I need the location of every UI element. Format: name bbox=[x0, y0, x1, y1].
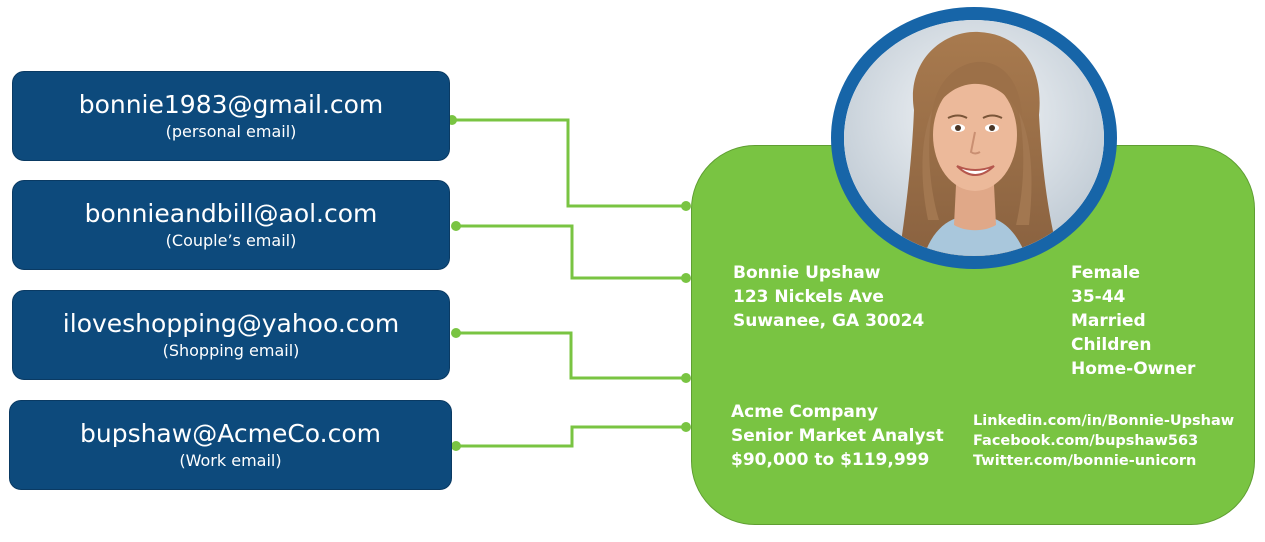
income-range: $90,000 to $119,999 bbox=[731, 450, 930, 470]
email-description: (personal email) bbox=[165, 122, 297, 141]
connector-dot bbox=[451, 221, 461, 231]
email-address: bonnie1983@gmail.com bbox=[78, 90, 384, 119]
email-address: bupshaw@AcmeCo.com bbox=[79, 419, 381, 448]
connector-dot bbox=[681, 273, 691, 283]
demographic-marital: Married bbox=[1071, 311, 1146, 331]
connector-dot bbox=[451, 441, 461, 451]
connector-line bbox=[456, 331, 686, 380]
connector-dot bbox=[451, 328, 461, 338]
demographic-age: 35-44 bbox=[1071, 287, 1126, 307]
avatar-portrait-icon bbox=[844, 20, 1104, 256]
email-description: (Work email) bbox=[179, 451, 282, 470]
demographic-gender: Female bbox=[1071, 263, 1140, 283]
job-title: Senior Market Analyst bbox=[731, 426, 944, 446]
connector-line bbox=[452, 118, 686, 208]
social-block: Linkedin.com/in/Bonnie-Upshaw Facebook.c… bbox=[973, 411, 1234, 471]
email-description: (Couple’s email) bbox=[165, 231, 297, 250]
social-twitter: Twitter.com/bonnie-unicorn bbox=[973, 453, 1197, 469]
profile-city: Suwanee, GA 30024 bbox=[733, 311, 925, 331]
connector-line bbox=[456, 224, 686, 280]
demographic-children: Children bbox=[1071, 335, 1152, 355]
avatar bbox=[831, 7, 1117, 269]
social-facebook: Facebook.com/bupshaw563 bbox=[973, 433, 1199, 449]
email-box-work: bupshaw@AcmeCo.com (Work email) bbox=[9, 400, 452, 490]
email-box-personal: bonnie1983@gmail.com (personal email) bbox=[12, 71, 450, 161]
demographic-home: Home-Owner bbox=[1071, 359, 1196, 379]
connector-dot bbox=[681, 373, 691, 383]
name-address-block: Bonnie Upshaw 123 Nickels Ave Suwanee, G… bbox=[733, 261, 924, 333]
profile-name: Bonnie Upshaw bbox=[733, 263, 881, 283]
email-box-shopping: iloveshopping@yahoo.com (Shopping email) bbox=[12, 290, 450, 380]
email-box-couple: bonnieandbill@aol.com (Couple’s email) bbox=[12, 180, 450, 270]
connector-dot bbox=[681, 201, 691, 211]
profile-street: 123 Nickels Ave bbox=[733, 287, 884, 307]
demographics-block: Female 35-44 Married Children Home-Owner bbox=[1071, 261, 1195, 381]
connector-dot bbox=[681, 422, 691, 432]
connector-line bbox=[456, 425, 686, 448]
email-address: bonnieandbill@aol.com bbox=[84, 199, 378, 228]
employment-block: Acme Company Senior Market Analyst $90,0… bbox=[731, 400, 944, 472]
employer: Acme Company bbox=[731, 402, 879, 422]
email-address: iloveshopping@yahoo.com bbox=[62, 309, 400, 338]
social-linkedin: Linkedin.com/in/Bonnie-Upshaw bbox=[973, 413, 1235, 429]
email-description: (Shopping email) bbox=[162, 341, 300, 360]
